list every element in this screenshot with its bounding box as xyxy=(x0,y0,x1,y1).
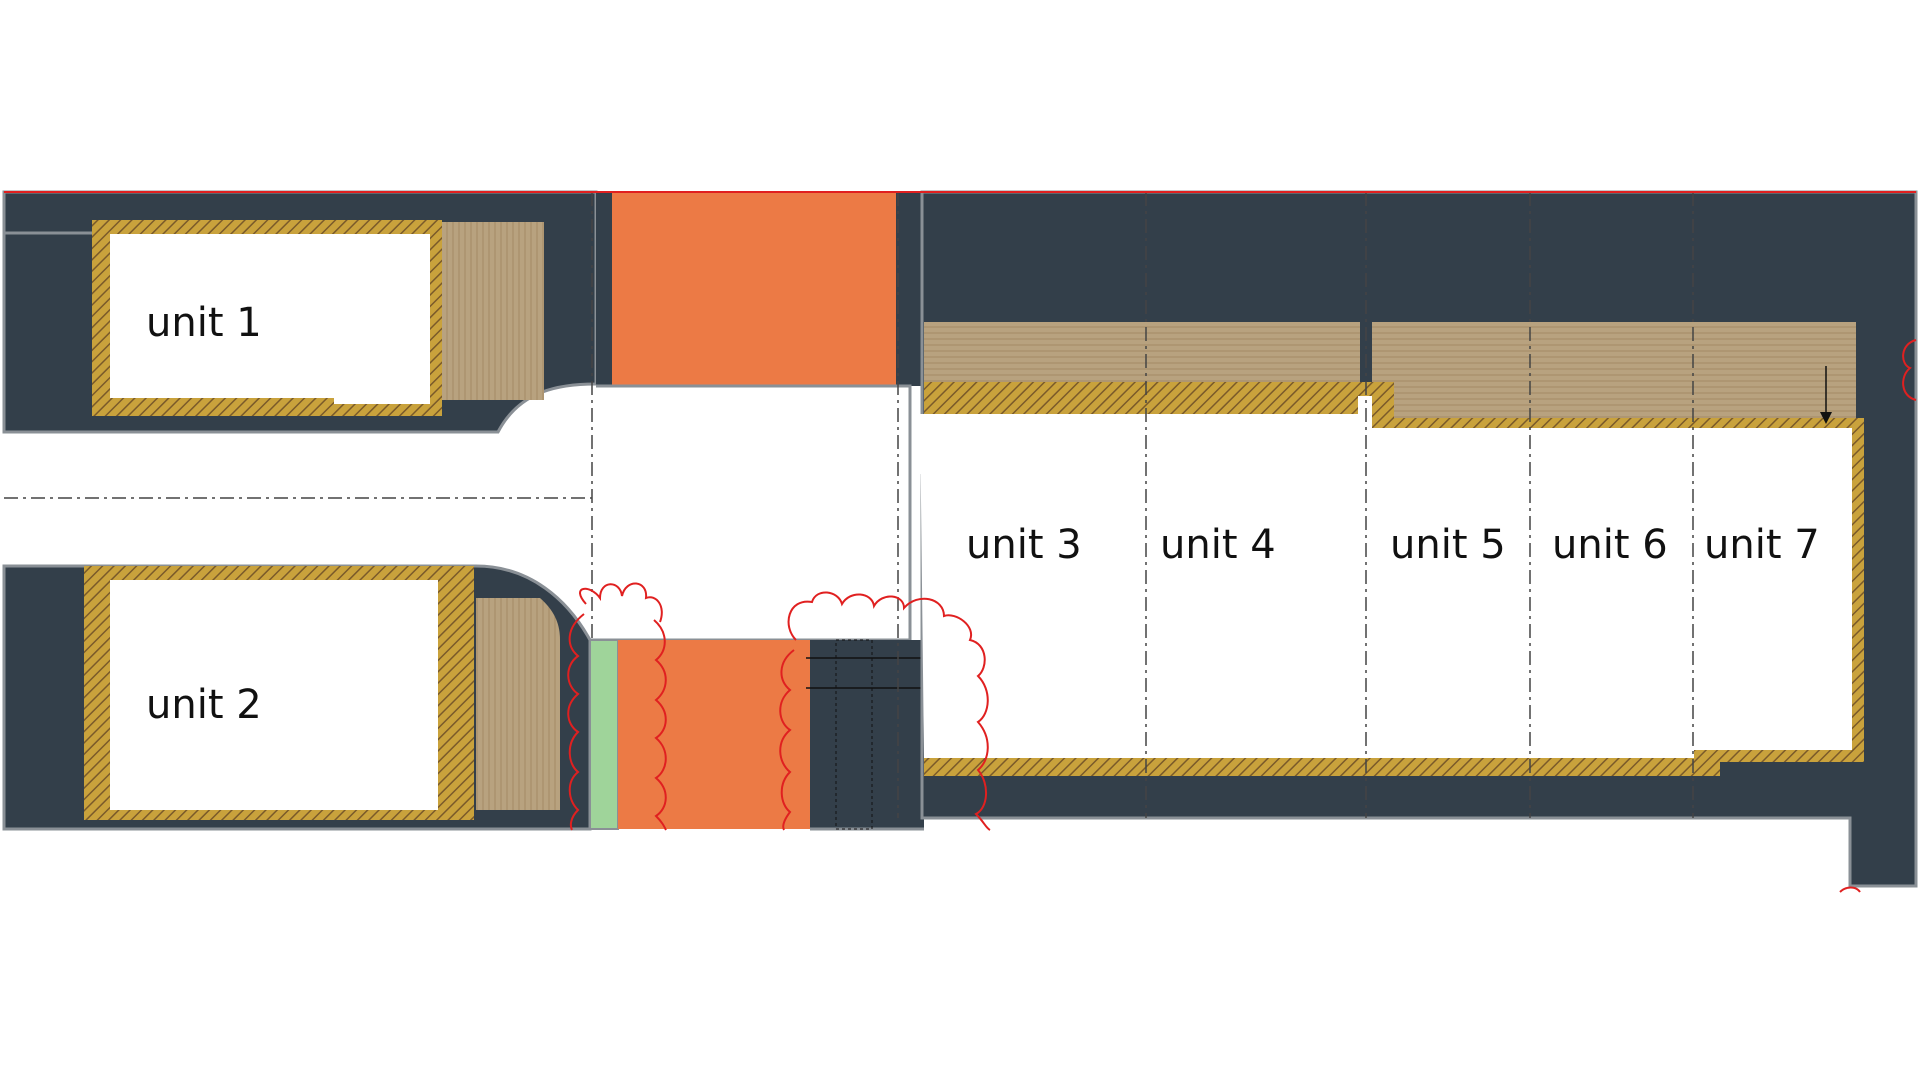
west-wall-cut xyxy=(912,414,926,474)
unit-2-floor xyxy=(110,580,438,810)
central-court xyxy=(589,192,926,831)
court-outline xyxy=(590,384,912,642)
tree-canopy-cloud-icon xyxy=(567,339,1917,893)
block-unit-2 xyxy=(2,564,592,831)
unit-2-deck xyxy=(476,598,560,810)
units-3-7-floor xyxy=(920,396,1852,758)
section-arrow-icon xyxy=(1820,412,1832,424)
deck-units-3-4 xyxy=(924,322,1360,382)
canopy-cloud-4 xyxy=(787,591,991,831)
canopy-cloud-2 xyxy=(567,613,585,831)
block-units-3-7 xyxy=(912,190,1918,888)
deck-units-5-7 xyxy=(1372,322,1856,418)
orange-zone-south xyxy=(618,640,810,829)
paving-strip-mid xyxy=(596,192,612,386)
orange-zone-north xyxy=(612,192,896,386)
unit-6-label: unit 6 xyxy=(1552,522,1668,568)
unit-4-label: unit 4 xyxy=(1160,522,1276,568)
paving-court-south xyxy=(810,640,924,829)
unit-1-label: unit 1 xyxy=(146,300,262,346)
canopy-cloud-5 xyxy=(779,649,795,831)
unit-5-label: unit 5 xyxy=(1390,522,1506,568)
canopy-cloud-1 xyxy=(579,582,663,623)
setting-out-lines xyxy=(4,192,1694,818)
block-unit-1 xyxy=(2,190,598,434)
unit-3-label: unit 3 xyxy=(966,522,1082,568)
paving-strip-right xyxy=(896,192,922,386)
canopy-cloud-3 xyxy=(653,619,667,831)
unit-7-label: unit 7 xyxy=(1704,522,1820,568)
unit-2-label: unit 2 xyxy=(146,682,262,728)
unit-labels: unit 1 unit 2 unit 3 unit 4 unit 5 unit … xyxy=(146,300,1820,728)
gate-hatched-box xyxy=(835,639,873,830)
canopy-cloud-6 xyxy=(1902,339,1917,401)
green-strip xyxy=(589,639,619,830)
unit-1-floor xyxy=(110,234,430,404)
unit-1-deck xyxy=(442,222,544,400)
canopy-cloud-7 xyxy=(1839,886,1861,893)
